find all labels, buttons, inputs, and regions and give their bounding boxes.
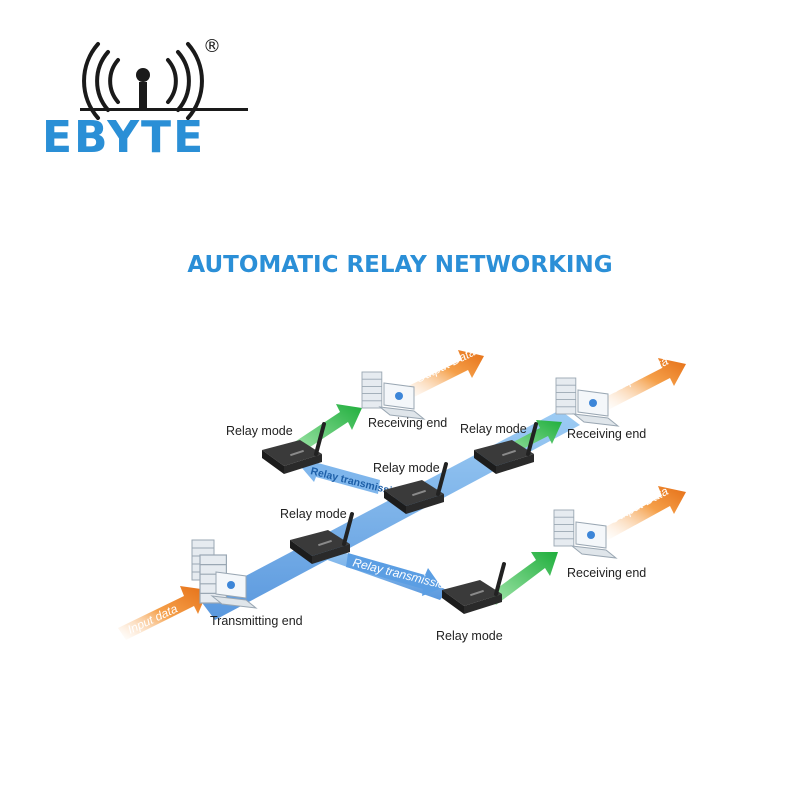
brand-name: EBYTE [42,112,206,163]
relay-mode-label-5: Relay mode [436,629,503,643]
green-arrow-3 [488,552,558,605]
server-icon [361,371,383,409]
relay-module-icon [440,562,506,616]
relay-device-1: Relay mode [226,422,326,476]
relay-device-4: Relay mode [280,507,354,566]
receiving-end-label-3: Receiving end [567,566,646,580]
relay-mode-label-3: Relay mode [460,422,527,436]
relay-device-2: Relay mode [373,461,448,516]
input-data-label: Input data [125,601,180,636]
output-arrow-3: Output Data [600,484,686,540]
green-arrow-1 [290,404,362,455]
page-title: AUTOMATIC RELAY NETWORKING [187,252,613,278]
receiving-end-label-1: Receiving end [368,416,447,430]
server-icon [555,377,577,415]
output-arrow-2: Output Data [600,354,686,410]
receiving-end-2: Receiving end [555,377,646,441]
relay-mode-label-2: Relay mode [373,461,440,475]
registered-mark: ® [203,36,221,57]
relay-transmission-arrow-lower: Relay transmission [346,553,453,596]
receiving-end-label-2: Receiving end [567,427,646,441]
input-arrow: Input data [118,586,208,640]
receiving-end-3: Receiving end [553,509,646,580]
transmitting-end-label: Transmitting end [210,614,303,628]
relay-mode-label-4: Relay mode [280,507,347,521]
receiving-end-1: Receiving end [361,371,447,430]
relay-device-5: Relay mode [436,562,506,643]
server-icon [553,509,575,547]
relay-device-3: Relay mode [460,422,538,476]
relay-transmission-label-lower: Relay transmission [351,555,453,593]
relay-mode-label-1: Relay mode [226,424,293,438]
transmitting-end: Transmitting end [191,539,303,628]
ebyte-logo: ® [80,36,248,120]
